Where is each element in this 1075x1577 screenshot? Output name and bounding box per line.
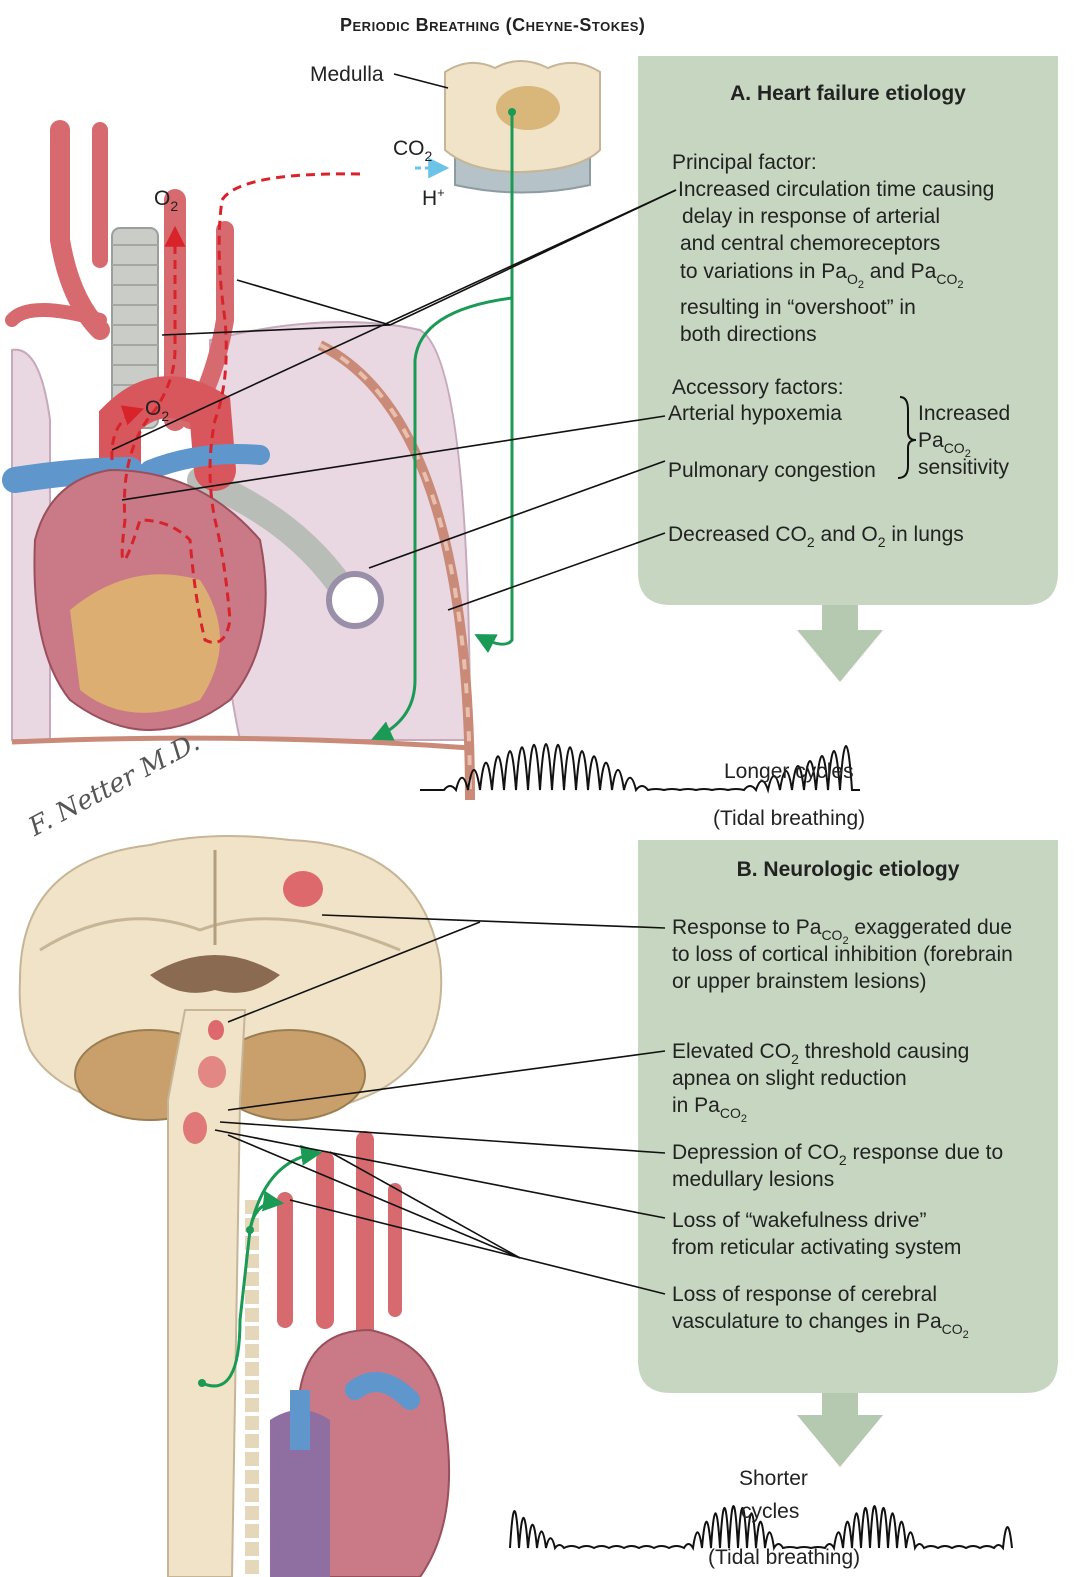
cerebral-line-2: vasculature to changes in PaCO2 <box>672 1309 969 1335</box>
principal-line-6: both directions <box>680 322 817 348</box>
elevated-line-1: Elevated CO2 threshold causing <box>672 1039 969 1065</box>
tidal-breathing-label-a: (Tidal breathing) <box>713 806 865 832</box>
increased-label: Increased <box>918 401 1010 427</box>
cerebral-line-1: Loss of response of cerebral <box>672 1282 937 1308</box>
shorter-label: Shorter <box>739 1466 808 1492</box>
principal-line-5: resulting in “overshoot” in <box>680 295 916 321</box>
depression-line-2: medullary lesions <box>672 1167 834 1193</box>
tidal-breathing-label-b: (Tidal breathing) <box>708 1545 860 1571</box>
panel-a-title: A. Heart failure etiology <box>638 82 1058 106</box>
elevated-line-3: in PaCO2 <box>672 1093 747 1119</box>
sensitivity-label: sensitivity <box>918 455 1009 481</box>
arterial-hypoxemia: Arterial hypoxemia <box>668 401 842 427</box>
thorax-illustration <box>12 130 470 800</box>
o2-label-arch: O2 <box>145 396 169 422</box>
principal-line-1: Increased circulation time causing <box>678 177 994 203</box>
principal-factor-label: Principal factor: <box>672 150 817 176</box>
o2-label-top: O2 <box>154 186 178 212</box>
wakefulness-line-1: Loss of “wakefulness drive” <box>672 1208 926 1234</box>
cycles-label: cycles <box>741 1499 799 1525</box>
wakefulness-line-2: from reticular activating system <box>672 1235 961 1261</box>
longer-cycles-label: Longer cycles <box>724 759 854 785</box>
panel-b-arrow <box>797 1393 883 1467</box>
page-title: Periodic Breathing (Cheyne-Stokes) <box>340 15 645 36</box>
paco2-label: PaCO2 <box>918 428 971 454</box>
depression-line-1: Depression of CO2 response due to <box>672 1140 1003 1166</box>
principal-line-3: and central chemoreceptors <box>680 231 940 257</box>
accessory-factors-label: Accessory factors: <box>672 375 844 401</box>
medulla-label: Medulla <box>310 62 384 88</box>
h-plus-label: H+ <box>422 186 445 212</box>
response-line-1: Response to PaCO2 exaggerated due <box>672 915 1012 941</box>
co2-label: CO2 <box>393 136 432 162</box>
medulla-section <box>445 61 600 193</box>
decreased-co2-o2: Decreased CO2 and O2 in lungs <box>668 522 964 548</box>
pulmonary-congestion: Pulmonary congestion <box>668 458 876 484</box>
elevated-line-2: apnea on slight reduction <box>672 1066 907 1092</box>
principal-line-2: delay in response of arterial <box>682 204 940 230</box>
response-line-2: to loss of cortical inhibition (forebrai… <box>672 942 1013 968</box>
response-line-3: or upper brainstem lesions) <box>672 969 926 995</box>
panel-a-arrow <box>797 605 883 682</box>
brain-illustration <box>20 836 449 1577</box>
principal-line-4: to variations in PaO2 and PaCO2 <box>680 259 963 285</box>
panel-b-title: B. Neurologic etiology <box>638 858 1058 882</box>
